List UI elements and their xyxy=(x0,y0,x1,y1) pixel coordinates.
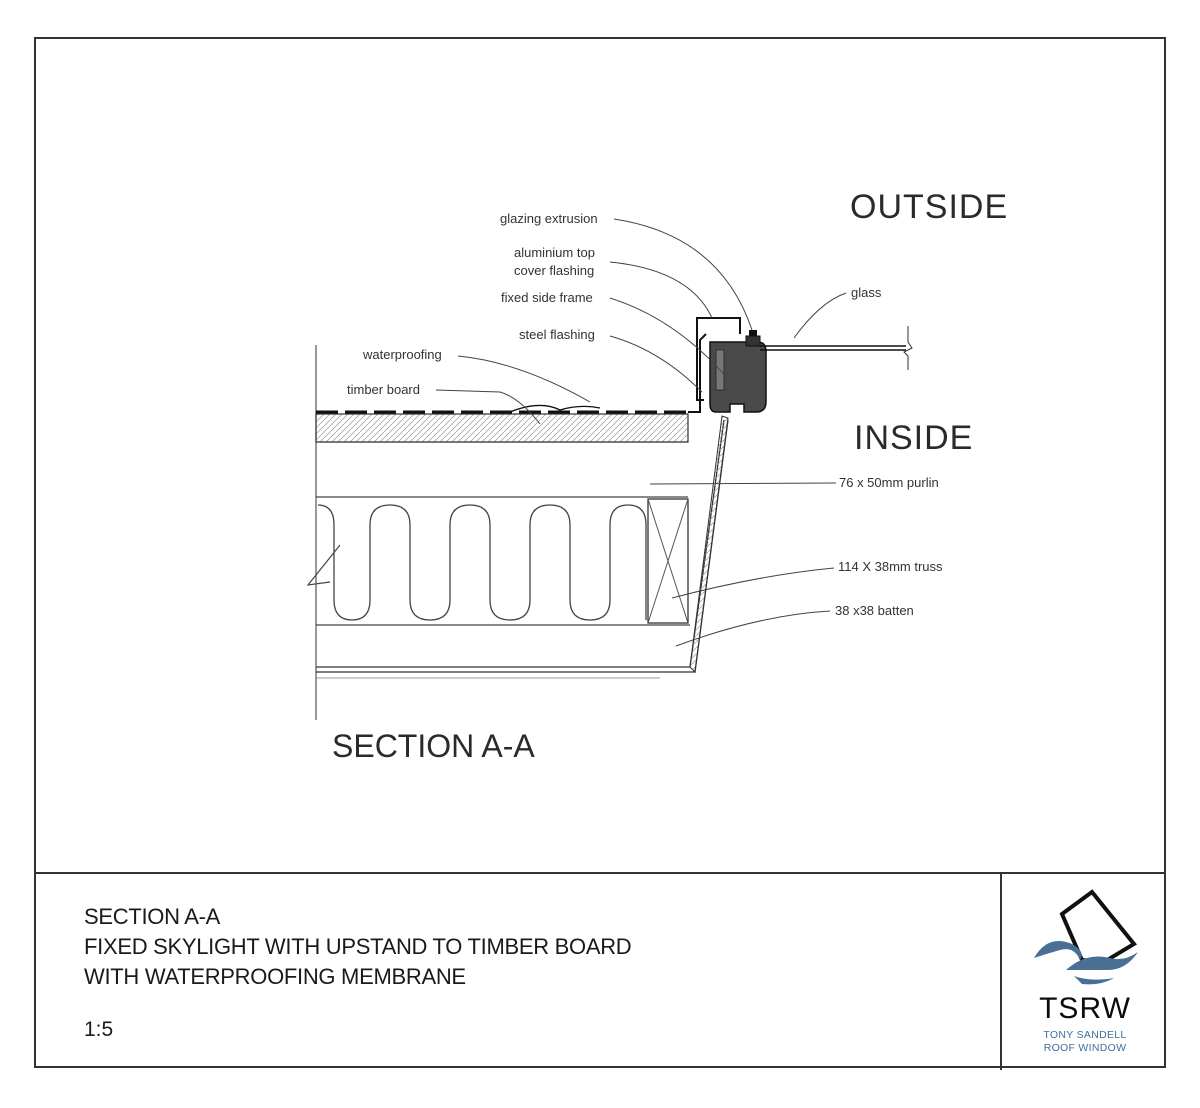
glass-break xyxy=(903,326,913,370)
timber-board xyxy=(315,413,689,443)
label-steel-flashing: steel flashing xyxy=(519,327,595,342)
label-waterproofing: waterproofing xyxy=(362,347,442,362)
steel-flashing xyxy=(688,333,707,413)
title-block: SECTION A-A FIXED SKYLIGHT WITH UPSTAND … xyxy=(34,872,1166,1070)
title-line-2: FIXED SKYLIGHT WITH UPSTAND TO TIMBER BO… xyxy=(84,934,632,959)
title-text: SECTION A-A FIXED SKYLIGHT WITH UPSTAND … xyxy=(84,902,632,992)
cover-flashing xyxy=(696,317,741,401)
section-drawing: glazing extrusion aluminium top cover fl… xyxy=(306,188,1008,764)
section-title: SECTION A-A xyxy=(332,728,535,764)
leader-steel-flashing xyxy=(609,335,703,393)
title-line-3: WITH WATERPROOFING MEMBRANE xyxy=(84,964,466,989)
brand-name: TSRW xyxy=(1039,992,1131,1025)
label-timber-board: timber board xyxy=(347,382,420,397)
logo-window-outline xyxy=(1059,889,1138,965)
label-aluminium-top: aluminium top xyxy=(514,245,595,260)
scale-label: 1:5 xyxy=(84,1018,114,1041)
drawing-sheet xyxy=(34,37,1166,1068)
leader-purlin xyxy=(649,482,837,485)
truss-cross-2 xyxy=(647,498,689,624)
title-line-1: SECTION A-A xyxy=(84,904,221,929)
zone-outside-label: OUTSIDE xyxy=(850,188,1008,226)
glazing-seal xyxy=(749,330,757,336)
leader-waterproofing xyxy=(457,355,591,403)
label-fixed-side-frame: fixed side frame xyxy=(501,290,593,305)
leader-batten xyxy=(675,610,831,647)
tsrw-logo-mark xyxy=(1034,889,1138,985)
membrane-wrinkle xyxy=(509,404,601,413)
logo-wave-2 xyxy=(1066,952,1138,970)
label-truss: 114 X 38mm truss xyxy=(838,559,943,574)
leader-fixed-side-frame xyxy=(609,297,735,387)
leader-glazing-extrusion xyxy=(613,218,753,331)
brand-subtitle-1: TONY SANDELL xyxy=(1043,1029,1127,1041)
leader-truss xyxy=(671,567,835,599)
upstand-lining xyxy=(689,415,729,674)
label-purlin: 76 x 50mm purlin xyxy=(839,475,939,490)
label-cover-flashing: cover flashing xyxy=(514,263,594,278)
logo-wave-1 xyxy=(1034,941,1082,960)
leader-glass xyxy=(793,292,847,339)
brand-subtitle-2: ROOF WINDOW xyxy=(1043,1042,1127,1054)
leader-lines xyxy=(435,218,847,647)
leader-timber-board xyxy=(435,389,541,425)
glazing-extrusion xyxy=(745,335,761,347)
label-batten: 38 x38 batten xyxy=(835,603,914,618)
label-glass: glass xyxy=(851,285,882,300)
label-glazing-extrusion: glazing extrusion xyxy=(500,211,598,226)
zone-inside-label: INSIDE xyxy=(854,419,973,457)
logo-cell: TSRW TONY SANDELL ROOF WINDOW xyxy=(1000,874,1166,1070)
logo-wave-3 xyxy=(1074,976,1114,985)
break-line xyxy=(306,544,341,586)
insulation xyxy=(317,504,647,621)
leader-cover-flashing xyxy=(609,261,713,319)
